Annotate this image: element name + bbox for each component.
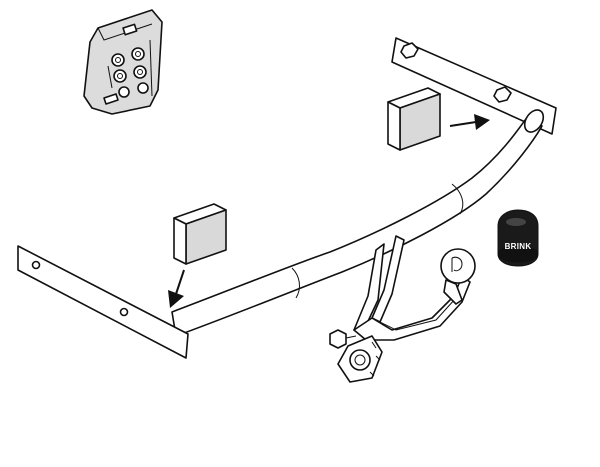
- socket-plate: [337, 335, 383, 383]
- hardware-bag: [83, 9, 163, 115]
- tow-ball: [440, 248, 476, 305]
- right-mounting-plate: [391, 37, 557, 135]
- arrow-right: [449, 114, 490, 130]
- left-spacer-block: [173, 203, 227, 265]
- brand-label: BRINK: [505, 242, 532, 251]
- left-mounting-plate: [17, 245, 189, 359]
- arrow-left: [168, 269, 185, 308]
- crossbar-tube: [171, 109, 545, 337]
- tow-ball-cover-cap: BRINK: [497, 209, 539, 267]
- right-spacer-block: [387, 87, 441, 151]
